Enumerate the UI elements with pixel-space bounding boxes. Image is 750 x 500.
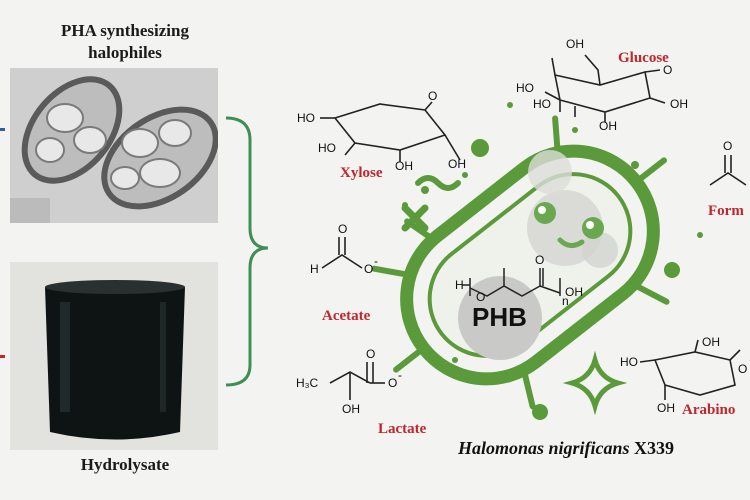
phb-structure xyxy=(462,268,561,297)
arabinose-ho: HO xyxy=(620,355,638,369)
blue-arrow-tip xyxy=(0,128,5,131)
glucose-oh-5: OH xyxy=(599,119,617,133)
lactate-structure xyxy=(329,362,385,400)
microscopy-caption: PHA synthesizing halophiles xyxy=(10,20,240,64)
glucose-oh-4: OH xyxy=(670,97,688,111)
red-arrow-tip xyxy=(0,355,5,358)
lactate-oh: OH xyxy=(342,402,360,416)
hydrolysate-caption: Hydrolysate xyxy=(80,455,170,474)
hydrolysate-image xyxy=(10,262,218,450)
glucose-oh-1: HO xyxy=(516,81,534,95)
acetate-structure xyxy=(321,237,363,269)
formate-label: Form xyxy=(708,203,744,219)
phb-granule xyxy=(458,276,542,360)
green-bracket xyxy=(225,116,269,387)
arabinose-oh-2: OH xyxy=(657,401,675,415)
squiggle-icon xyxy=(415,175,461,191)
xylose-oh-2: OH xyxy=(448,157,466,171)
phb-o-atom: O xyxy=(476,290,485,304)
arabinose-label: Arabino xyxy=(682,402,736,418)
phb-n: n xyxy=(562,294,569,308)
microscopy-image xyxy=(10,68,218,223)
organism-strain: X339 xyxy=(634,438,675,458)
formate-o: O xyxy=(723,139,732,153)
smiley-eye-left xyxy=(534,202,556,224)
sparkle-icon xyxy=(562,350,628,416)
acetate-h: H xyxy=(310,262,319,276)
arabinose-structure xyxy=(639,339,741,400)
xylose-label: Xylose xyxy=(340,165,383,181)
organism-name: Halomonas nigrificans X339 xyxy=(458,438,674,459)
smiley-mouth xyxy=(557,237,585,248)
lactate-h3c: H₃C xyxy=(296,376,319,390)
smiley-eye-right xyxy=(582,217,604,239)
lactate-o-minus: O xyxy=(388,376,397,390)
lactate-o: O xyxy=(366,347,375,361)
granule-4 xyxy=(582,232,618,268)
phb-carbonyl-o: O xyxy=(535,253,544,267)
glucose-o: O xyxy=(663,63,672,77)
xylose-o: O xyxy=(428,89,437,103)
glucose-structure xyxy=(544,54,666,122)
glucose-oh-3: OH xyxy=(566,37,584,51)
formate-structure xyxy=(709,155,747,186)
glucose-label: Glucose xyxy=(618,50,669,66)
xylose-oh-1: OH xyxy=(395,159,413,173)
phb-label: PHB xyxy=(472,302,527,332)
arabinose-oh-1: OH xyxy=(702,335,720,349)
acetate-o: O xyxy=(338,222,347,236)
organism-species: Halomonas nigrificans xyxy=(458,438,630,458)
xylose-ho-2: HO xyxy=(318,141,336,155)
microscopy-caption-line2: halophiles xyxy=(88,43,162,62)
phb-h-atom: H xyxy=(455,278,464,292)
xylose-ho-1: HO xyxy=(297,111,315,125)
acetate-o-minus: O xyxy=(364,262,373,276)
acetate-label: Acetate xyxy=(322,308,371,324)
lactate-charge: - xyxy=(398,368,402,382)
arabinose-o: O xyxy=(738,362,747,376)
phb-oh: OH xyxy=(565,285,583,299)
decorations xyxy=(402,102,703,420)
acetate-charge: - xyxy=(374,254,378,268)
microscopy-caption-line1: PHA synthesizing xyxy=(61,21,189,40)
glucose-oh-2: HO xyxy=(533,97,551,111)
lactate-label: Lactate xyxy=(378,421,427,437)
cross-icon xyxy=(401,204,429,232)
xylose-structure xyxy=(320,101,461,162)
granule-3 xyxy=(528,150,572,194)
